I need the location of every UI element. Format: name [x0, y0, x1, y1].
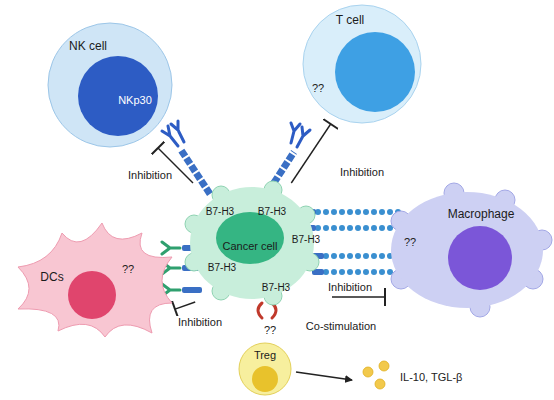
annotation: Co-stimulation: [304, 320, 378, 333]
dendritic-cell: DCs??: [10, 205, 175, 340]
cell-text: B7-H3: [262, 283, 290, 293]
cell-text: B7-H3: [258, 207, 286, 217]
cell-text: Macrophage: [448, 208, 515, 220]
cell-shape: [10, 205, 175, 340]
receptor: [162, 121, 184, 146]
cancer-cell: B7-H3B7-H3Cancer cellB7-H3B7-H3B7-H3: [188, 183, 332, 302]
edge-label: Inhibition: [338, 166, 386, 179]
cell-text: Treg: [254, 350, 276, 361]
cell-text: B7-H3: [292, 235, 320, 245]
ligand-chain: [181, 150, 210, 194]
nk-cell: NK cellNKp30: [47, 22, 173, 148]
cell-text: ??: [312, 83, 324, 94]
cell-text: DCs: [40, 271, 63, 283]
inhibition-line: [175, 302, 195, 309]
cell-text: B7-H3: [208, 263, 236, 273]
cytokine-dots: [363, 361, 389, 389]
cell-text: NKp30: [118, 95, 152, 106]
edge-label: Inhibition: [326, 281, 374, 294]
inhibition-line: [332, 296, 385, 297]
edge-label: Inhibition: [176, 316, 224, 329]
cytokine-label: IL-10, TGL-β: [398, 371, 464, 384]
macrophage: Macrophage??: [385, 188, 545, 310]
cell-text: B7-H3: [206, 207, 234, 217]
receptor: [291, 123, 310, 147]
cell-text: Cancer cell: [222, 241, 277, 252]
t-cell: T cell??: [302, 4, 422, 124]
secretion-arrow: [296, 372, 352, 380]
cell-shape: [47, 22, 173, 148]
cell-shape: [385, 188, 545, 310]
cell-text: ??: [122, 264, 134, 275]
question-mark: ??: [262, 324, 278, 337]
treg-cell: Treg: [238, 342, 292, 396]
cell-text: NK cell: [69, 40, 107, 52]
edge-label: Inhibition: [126, 169, 174, 182]
inhibition-line: [291, 124, 330, 183]
cell-text: ??: [404, 237, 416, 248]
cell-text: T cell: [336, 14, 364, 26]
